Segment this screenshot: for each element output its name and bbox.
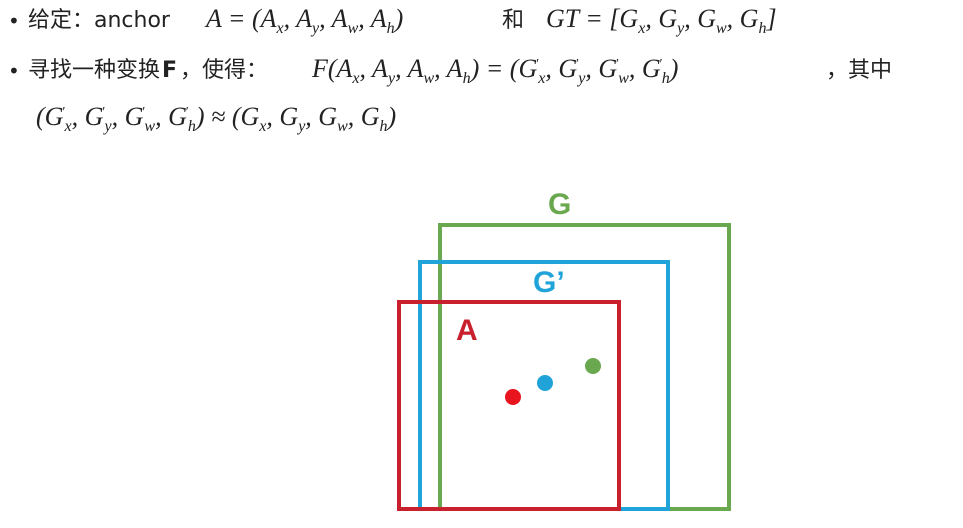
and-text: 和: [502, 8, 525, 33]
approx-formula: (G′x, G′y, G′w, G′h) ≈ (Gx, Gy, Gw, Gh): [36, 102, 397, 135]
box-g: [438, 223, 731, 511]
bullet-marker: •: [8, 9, 20, 33]
given-anchor-text: 给定：anchor: [28, 8, 170, 33]
find-transform-text: 寻找一种变换: [28, 58, 161, 83]
bullet-marker: •: [8, 59, 20, 83]
transform-formula: F(Ax, Ay, Aw, Ah) = (G′x, G′y, G′w, G′h): [312, 54, 679, 87]
transform-letter: F: [162, 58, 178, 83]
center-point-g-prime: [537, 375, 553, 391]
where-text: ，其中: [826, 58, 893, 83]
anchor-formula: A = (Ax, Ay, Aw, Ah): [206, 4, 404, 37]
label-g: G: [548, 188, 571, 221]
box-a: [397, 300, 621, 511]
label-g-prime: G’: [533, 266, 565, 299]
such-that-text: ，使得：: [180, 58, 269, 83]
label-a: A: [456, 314, 478, 347]
center-point-g: [585, 358, 601, 374]
center-point-a: [505, 389, 521, 405]
ground-truth-formula: GT = [Gx, Gy, Gw, Gh]: [546, 4, 777, 37]
